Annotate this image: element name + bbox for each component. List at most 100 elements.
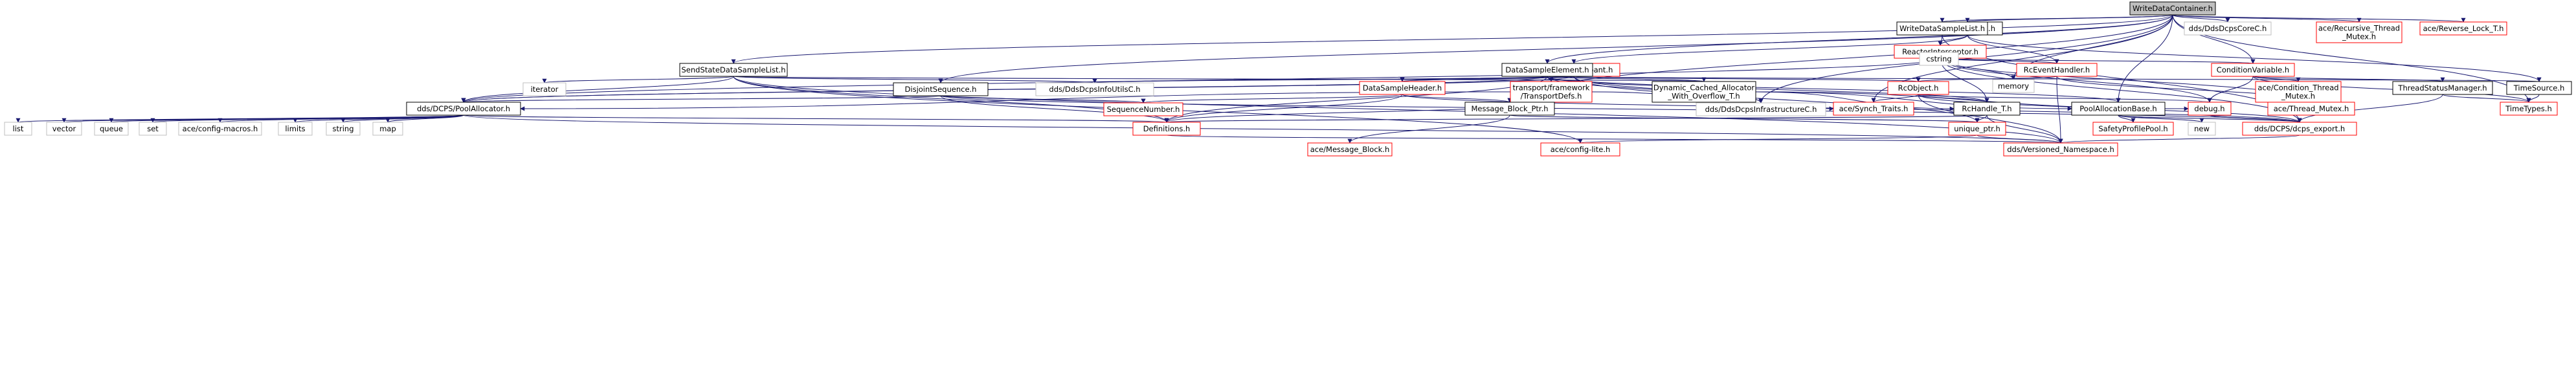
node-wdsl[interactable]: WriteDataSampleList.h [1896, 21, 1988, 36]
edge-sporadic-to-rcevent [1967, 34, 2059, 64]
edge-condvar-to-condthread [2252, 76, 2301, 82]
node-definitions[interactable]: Definitions.h [1132, 122, 1201, 136]
node-ssdsl-box [679, 63, 788, 77]
node-timesource[interactable]: TimeSource.h [2506, 81, 2572, 95]
node-poolallocbase[interactable]: PoolAllocationBase.h [2071, 102, 2166, 116]
node-dsheader-label: DataSampleHeader.h [1363, 83, 1442, 93]
edge-uniqueptr-to-versioned [1977, 135, 2063, 144]
node-ssdsl-label: SendStateDataSampleList.h [681, 65, 785, 74]
node-cstring: cstring [1919, 52, 1959, 66]
node-disjoint[interactable]: DisjointSequence.h [893, 82, 989, 96]
node-seqnum-box [1103, 102, 1183, 116]
node-aceconfigmacros-label: ace/config-macros.h [183, 124, 258, 133]
node-reactorint[interactable]: ReactorInterceptor.h [1894, 45, 1987, 59]
node-msgblock-label: Message_Block_Ptr.h [1471, 104, 1548, 113]
node-acemsgblock[interactable]: ace/Message_Block.h [1307, 142, 1393, 157]
edge-transdefs-to-poolalloc [520, 91, 1511, 111]
edge-ssdsl-to-infoutils [733, 76, 1097, 83]
edge-rchandle-to-uniqueptr [1975, 114, 1988, 123]
edge-dse-to-infoutils [1093, 76, 1548, 83]
node-recthread-box [2316, 21, 2402, 43]
edge-dse-to-dyncached [1547, 76, 1707, 82]
node-dcpsexport-label: dds/DCPS/dcps_export.h [2254, 124, 2345, 133]
edge-rchandle-to-definitions [1165, 114, 1988, 123]
node-aceconfiglite[interactable]: ace/config-lite.h [1540, 142, 1620, 157]
node-list: list [4, 122, 32, 136]
node-dse[interactable]: DataSampleElement.h [1501, 63, 1593, 77]
node-revlock[interactable]: ace/Reverse_Lock_T.h [2419, 21, 2507, 36]
edge-rcobject-to-debug [1918, 94, 2212, 103]
node-rcobject-box [1887, 81, 1949, 95]
node-cstring-box [1919, 52, 1959, 66]
node-vector-label: vector [52, 124, 76, 133]
node-threadstat[interactable]: ThreadStatusManager.h [2392, 81, 2493, 95]
node-poolalloc[interactable]: dds/DCPS/PoolAllocator.h [406, 102, 521, 116]
node-msgblock[interactable]: Message_Block_Ptr.h [1464, 102, 1555, 116]
node-root-label: WriteDataContainer.h [2133, 4, 2213, 13]
edge-root-to-wdsl [1940, 14, 2173, 23]
node-rcobject[interactable]: RcObject.h [1887, 81, 1949, 95]
node-rcevent[interactable]: RcEventHandler.h [2016, 63, 2098, 77]
node-safetyprofile[interactable]: SafetyProfilePool.h [2092, 122, 2174, 136]
edge-root-to-infrac [1758, 14, 2173, 103]
node-transdefs[interactable]: transport/framework/TransportDefs.h [1510, 81, 1593, 103]
edge-dcpsexport-to-versioned [2058, 135, 2300, 144]
node-debug-box [2188, 102, 2232, 116]
node-queue-box [94, 122, 129, 136]
edge-rcevent-to-rcobject [1916, 76, 2057, 82]
node-definitions-label: Definitions.h [1143, 124, 1191, 133]
edge-ssdsl-to-poolalloc [461, 76, 734, 103]
node-disjoint-label: DisjointSequence.h [905, 85, 977, 94]
node-condthread-label-2: _Mutex.h [2281, 92, 2315, 101]
node-recthread[interactable]: ace/Recursive_Thread_Mutex.h [2316, 21, 2402, 43]
node-rchandle[interactable]: RcHandle_T.h [1953, 102, 2021, 116]
edge-timesource-to-timetypes [2526, 94, 2540, 103]
node-condthread[interactable]: ace/Condition_Thread_Mutex.h [2255, 81, 2342, 103]
node-uniqueptr[interactable]: unique_ptr.h [1948, 122, 2006, 136]
edge-msgblock-to-uniqueptr [1509, 114, 1979, 123]
node-timetypes[interactable]: TimeTypes.h [2500, 102, 2558, 116]
node-transdefs-box [1510, 81, 1593, 103]
edge-msgblock-to-acemsgblock [1347, 114, 1510, 144]
node-condvar-label: ConditionVariable.h [2217, 65, 2289, 74]
node-aceconfiglite-box [1540, 142, 1620, 157]
node-acethread-label: ace/Thread_Mutex.h [2274, 104, 2349, 113]
node-ssdsl[interactable]: SendStateDataSampleList.h [679, 63, 788, 77]
edge-disjoint-to-poolalloc [462, 95, 941, 103]
node-condvar[interactable]: ConditionVariable.h [2211, 63, 2295, 77]
edge-dse-to-dsheader [1400, 76, 1548, 82]
edge-root-to-msgblock [1507, 14, 2173, 103]
node-dyncached[interactable]: Dynamic_Cached_Allocator_With_Overflow_T… [1652, 81, 1756, 103]
node-dsheader[interactable]: DataSampleHeader.h [1359, 81, 1446, 95]
node-synchtraits-label: ace/Synch_Traits.h [1839, 104, 1909, 113]
node-vector-box [46, 122, 82, 136]
node-root[interactable]: WriteDataContainer.h [2129, 1, 2216, 16]
edge-reactorint-to-debug [1940, 58, 2212, 103]
node-seqnum[interactable]: SequenceNumber.h [1103, 102, 1183, 116]
node-threadstat-label: ThreadStatusManager.h [2397, 83, 2487, 93]
edge-poolalloc-to-definitions [463, 114, 1169, 123]
node-string-label: string [332, 124, 353, 133]
edge-threadstat-to-timetypes [2442, 94, 2531, 103]
node-new-label: new [2194, 124, 2210, 133]
node-dyncached-label-2: _With_Overflow_T.h [1667, 92, 1740, 101]
node-versioned[interactable]: dds/Versioned_Namespace.h [2003, 142, 2118, 157]
edge-rcevent-to-versioned [2056, 76, 2063, 144]
node-synchtraits[interactable]: ace/Synch_Traits.h [1833, 102, 1914, 116]
node-poolalloc-box [406, 102, 521, 116]
node-condvar-box [2211, 63, 2295, 77]
edge-disjoint-to-dcpsexport [940, 95, 2302, 123]
node-debug[interactable]: debug.h [2188, 102, 2232, 116]
node-acethread[interactable]: ace/Thread_Mutex.h [2267, 102, 2355, 116]
node-definitions-box [1132, 122, 1201, 136]
node-acemsgblock-box [1307, 142, 1393, 157]
node-coref-label: dds/DdsDcpsCoreC.h [2189, 24, 2267, 33]
node-list-label: list [13, 124, 24, 133]
node-recthread-label-1: ace/Recursive_Thread [2318, 24, 2400, 33]
edge-debug-to-dcpsexport [2209, 114, 2302, 123]
node-safetyprofile-box [2092, 122, 2174, 136]
edge-rcobject-to-versioned [1918, 94, 2063, 144]
edge-uniqueptr-to-aceconfiglite [1578, 135, 1978, 144]
node-dcpsexport[interactable]: dds/DCPS/dcps_export.h [2242, 122, 2357, 136]
edge-dse-to-rchandle [1547, 76, 1989, 103]
